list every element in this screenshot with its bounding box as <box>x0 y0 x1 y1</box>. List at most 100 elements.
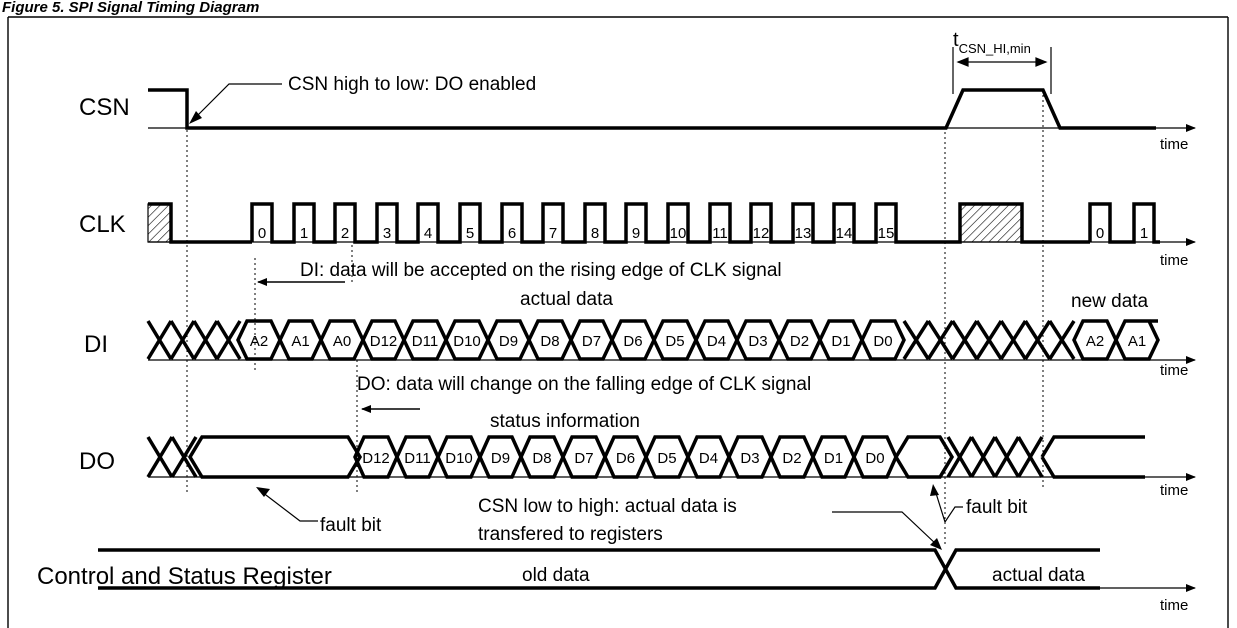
tcsn-dimension <box>952 47 1052 94</box>
di-cell-label: D5 <box>665 333 684 350</box>
signal-label-clk: CLK <box>79 211 126 238</box>
old-data-label: old data <box>522 565 590 586</box>
do-dont-care-start <box>146 436 198 478</box>
di-bus: A2 A1 A0 D12 D11 D10 D9 D8 D7 D6 D5 D4 D3 D2 D1 D0 A2 A1 <box>146 319 1160 361</box>
clk-pulse-label: 12 <box>753 225 770 242</box>
do-bus: D12 D11 D10 D9 D8 D7 D6 D5 D4 D3 D2 D1 D0 <box>146 435 1145 479</box>
signal-label-do: DO <box>79 448 115 475</box>
csn-waveform <box>148 88 1156 130</box>
do-cell-label: D0 <box>865 450 884 467</box>
clk-pulse-label: 1 <box>300 225 308 242</box>
do-dont-care-end <box>946 436 1044 478</box>
clk-pulse-label: 11 <box>712 225 728 242</box>
do-fault-bit-cell <box>187 435 363 479</box>
do-edge-note: DO: data will change on the falling edge… <box>357 374 811 395</box>
clk-pulse-label: 9 <box>632 225 640 242</box>
new-data-label: new data <box>1071 291 1149 312</box>
figure-heading: Figure 5. SPI Signal Timing Diagram <box>2 0 259 16</box>
time-label-clk: time <box>1160 252 1188 269</box>
do-cell-label: D1 <box>824 450 843 467</box>
csn-enable-arrowhead <box>189 111 202 124</box>
clk-pulse-label: 5 <box>466 225 474 242</box>
clk-pulse-label: 8 <box>591 225 599 242</box>
di-cell-label: D3 <box>748 333 767 350</box>
clk-pulse-label: 3 <box>383 225 391 242</box>
tcsn-subscript: CSN_HI,min <box>959 41 1031 56</box>
di-cell-label: D7 <box>582 333 601 350</box>
do-cell-label: D11 <box>404 450 430 467</box>
di-new-cell-label: A1 <box>1128 333 1146 350</box>
time-label-csn: time <box>1160 136 1188 153</box>
timing-guides <box>186 95 1044 545</box>
di-cell-label: A2 <box>250 333 268 350</box>
transfer-leader <box>832 511 938 546</box>
di-cell-label: D8 <box>540 333 559 350</box>
do-cell-label: D8 <box>532 450 551 467</box>
di-cell-label: D12 <box>370 333 398 350</box>
clk-start-edge <box>148 202 252 244</box>
di-edge-note: DI: data will be accepted on the rising … <box>300 260 782 281</box>
register-actual-data-label: actual data <box>992 565 1085 586</box>
do-cell-label: D6 <box>616 450 635 467</box>
do-cell-label: D5 <box>657 450 676 467</box>
tcsn-label: tCSN_HI,min <box>953 29 1031 56</box>
di-cell-label: D2 <box>790 333 809 350</box>
di-cell-label: D0 <box>873 333 892 350</box>
actual-data-label: actual data <box>520 289 613 310</box>
clk-hatch-middle-outline <box>958 202 1090 244</box>
signal-label-register: Control and Status Register <box>37 563 332 590</box>
di-cell-label: D6 <box>623 333 642 350</box>
di-cell-label: A0 <box>333 333 351 350</box>
di-dont-care-start <box>146 320 242 360</box>
do-tristate-end <box>1040 435 1145 479</box>
time-label-register: time <box>1160 597 1188 614</box>
clk-waveform-frame2 <box>1088 202 1160 244</box>
clk-pulse-label: 14 <box>836 225 853 242</box>
di-cell-label: A1 <box>291 333 309 350</box>
do-cell-label: D4 <box>699 450 718 467</box>
clk-pulse-label: 15 <box>878 225 895 242</box>
do-cell-label: D9 <box>491 450 510 467</box>
status-info-label: status information <box>490 411 640 432</box>
fault-bit-leader-right <box>934 489 963 524</box>
csn-enable-leader <box>192 83 282 121</box>
do-fault-bit-cell-2 <box>893 435 955 479</box>
clk-pulse-label: 7 <box>549 225 557 242</box>
fault-bit-label-left: fault bit <box>320 515 382 536</box>
clk-pulse-label: 6 <box>508 225 516 242</box>
transfer-arrowhead <box>930 538 942 550</box>
tcsn-t: t <box>953 29 959 51</box>
fault-bit-arrowhead-right <box>930 484 939 496</box>
di-cell-label: D1 <box>831 333 850 350</box>
clk-pulse-label: 4 <box>424 225 432 242</box>
do-cell-label: D10 <box>445 450 473 467</box>
clk-pulse-label: 2 <box>341 225 349 242</box>
clk-pulse-label: 10 <box>670 225 687 242</box>
do-cell-label: D3 <box>740 450 759 467</box>
di-cell-label: D11 <box>412 333 438 350</box>
clk-pulse-label: 0 <box>1096 225 1104 242</box>
clk-pulse-label: 1 <box>1140 225 1148 242</box>
time-label-do: time <box>1160 482 1188 499</box>
clk-pulse-label: 0 <box>258 225 266 242</box>
transfer-note-line1: CSN low to high: actual data is <box>478 496 737 517</box>
time-label-di: time <box>1160 362 1188 379</box>
do-cell-label: D2 <box>782 450 801 467</box>
clk-hatch-middle <box>959 203 1023 243</box>
fault-bit-label-right: fault bit <box>966 497 1028 518</box>
di-dont-care-middle <box>902 320 1076 360</box>
fault-bit-leader-left <box>261 491 318 522</box>
di-cell-label: D10 <box>453 333 481 350</box>
di-new-cell-label: A2 <box>1086 333 1104 350</box>
do-cell-label: D7 <box>574 450 593 467</box>
di-data-cell <box>860 319 906 361</box>
transfer-note-line2: transfered to registers <box>478 524 663 545</box>
di-cell-label: D9 <box>499 333 518 350</box>
clk-hatch-start <box>147 203 172 243</box>
do-cell-label: D12 <box>362 450 390 467</box>
register-bus-bottom <box>98 548 1100 590</box>
diagram-frame <box>7 16 1229 628</box>
di-cell-label: D4 <box>707 333 726 350</box>
